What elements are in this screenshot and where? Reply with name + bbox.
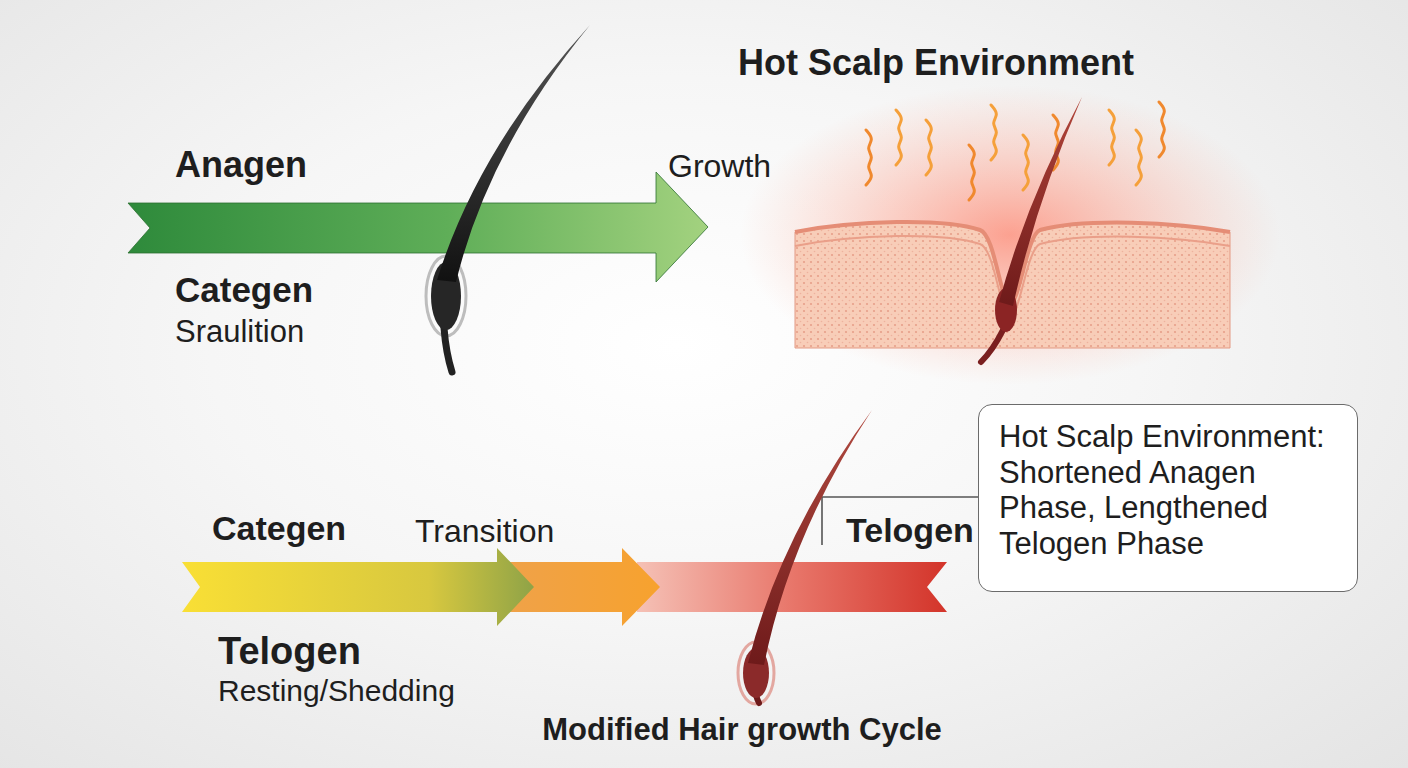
- node-text: Telogen: [846, 511, 974, 550]
- heat-wave: [866, 130, 871, 185]
- heat-wave: [926, 120, 931, 175]
- heat-wave: [1023, 135, 1028, 190]
- heat-wave: [1136, 130, 1141, 185]
- phase-label: Telogen: [218, 630, 361, 674]
- node-shape: [128, 168, 710, 282]
- telogen-band: [637, 562, 947, 612]
- node-heading: Hot Scalp Environment: [738, 42, 1134, 83]
- phase-note: Sraulition: [175, 314, 304, 350]
- callout-box: Hot Scalp Environment: Shortened Anagen …: [978, 404, 1358, 592]
- hair-root: [981, 330, 1003, 362]
- categen-arrow: [182, 548, 534, 626]
- heat-wave: [1159, 102, 1164, 157]
- phase-label: Categen: [175, 270, 313, 310]
- diagram-caption: Modified Hair growth Cycle: [492, 712, 992, 748]
- heat-wave: [969, 145, 974, 200]
- node-heading: Hot Scalp Environment: Shortened Anagen …: [999, 419, 1339, 562]
- cycle-band: CategenTransitionTelogen: [182, 545, 947, 630]
- node-shape: [182, 545, 947, 630]
- node-text: Transition: [415, 513, 554, 550]
- node-heading: Anagen: [175, 144, 307, 185]
- scalp-illustration: Hot Scalp Environment: [795, 190, 1230, 348]
- hair-root: [444, 328, 452, 372]
- growth-arrow: [128, 172, 708, 282]
- heat-wave: [896, 110, 901, 165]
- heat-glow: [740, 85, 1280, 385]
- hair-shaft: [437, 25, 590, 282]
- phase-note: Resting/Shedding: [218, 674, 455, 709]
- hair-shaft: [999, 97, 1082, 306]
- node-heading: Categen: [212, 509, 346, 548]
- heat-wave: [991, 105, 996, 160]
- phase-note: Growth: [668, 148, 771, 185]
- growth-arrow-node: Anagen: [128, 168, 710, 282]
- heat-wave: [1109, 110, 1114, 165]
- node-shape: [795, 190, 1230, 348]
